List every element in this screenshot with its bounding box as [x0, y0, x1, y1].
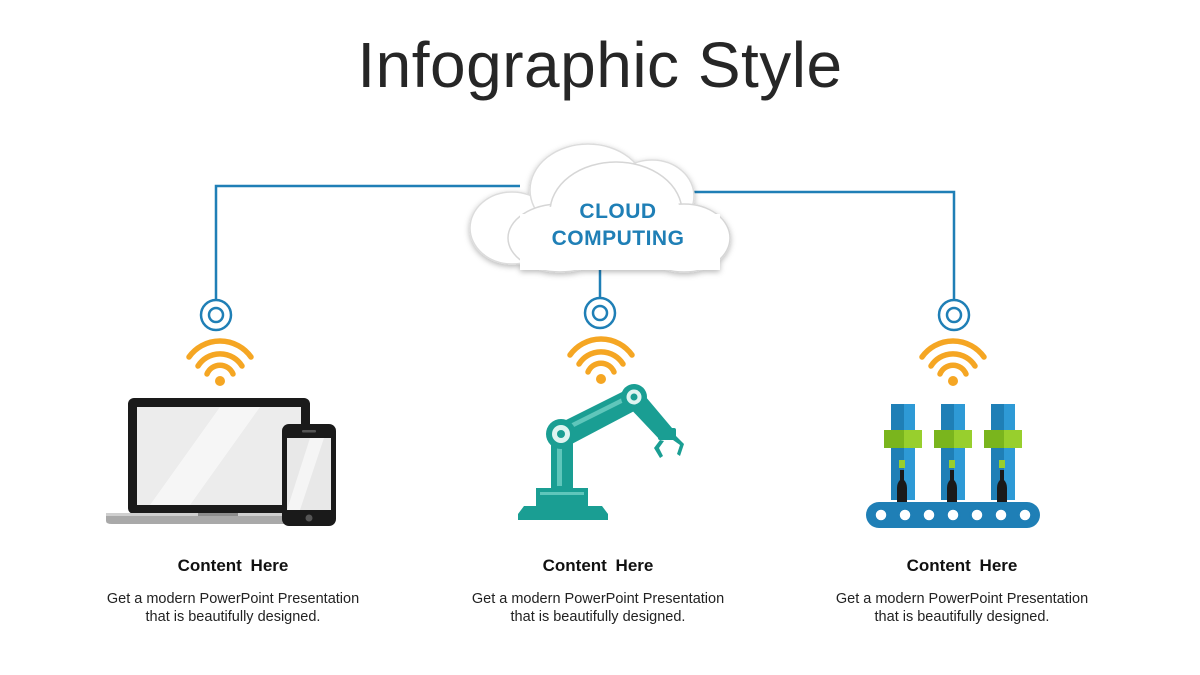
laptop-icon: [106, 398, 318, 524]
slide-title: Infographic Style: [357, 29, 843, 101]
content-description-line2: that is beautifully designed.: [510, 609, 686, 625]
conveyor-belt-icon: [866, 502, 1040, 528]
wifi-center-icon: [567, 336, 635, 384]
content-description: Get a modern PowerPoint Presentation tha…: [448, 590, 748, 626]
content-description-line2: that is beautifully designed.: [145, 609, 321, 625]
cloud-label: CLOUD COMPUTING: [518, 198, 718, 252]
laptop-and-phone-icon: [106, 398, 336, 526]
wifi-right-icon: [919, 338, 987, 386]
content-description-line1: Get a modern PowerPoint Presentation: [106, 591, 360, 607]
bottling-column-2-icon: [934, 404, 972, 502]
node-center-icon: [583, 296, 617, 330]
content-block-right: Content Here Get a modern PowerPoint Pre…: [812, 556, 1112, 626]
content-heading: Content Here: [906, 556, 1018, 575]
content-description-line2: that is beautifully designed.: [874, 609, 1050, 625]
cloud-label-line1: CLOUD: [579, 200, 657, 223]
content-block-center: Content Here Get a modern PowerPoint Pre…: [448, 556, 748, 626]
content-description-line1: Get a modern PowerPoint Presentation: [835, 591, 1089, 607]
wifi-left-icon: [186, 338, 254, 386]
content-description-line1: Get a modern PowerPoint Presentation: [471, 591, 725, 607]
content-description: Get a modern PowerPoint Presentation tha…: [812, 590, 1112, 626]
connector-right: [690, 190, 956, 300]
content-heading: Content Here: [542, 556, 654, 575]
connector-left: [214, 184, 520, 300]
content-description: Get a modern PowerPoint Presentation tha…: [83, 590, 383, 626]
content-block-left: Content Here Get a modern PowerPoint Pre…: [83, 556, 383, 626]
bottling-column-3-icon: [984, 404, 1022, 502]
cloud-icon: [469, 143, 731, 273]
node-left-icon: [199, 298, 233, 332]
phone-icon: [282, 424, 336, 526]
connector-lines: [214, 184, 956, 300]
conveyor-bottling-icon: [866, 404, 1040, 528]
cloud-label-line2: COMPUTING: [551, 227, 685, 250]
bottling-column-1-icon: [884, 404, 922, 502]
robot-arm-icon: [518, 384, 684, 520]
node-right-icon: [937, 298, 971, 332]
content-heading: Content Here: [177, 556, 289, 575]
